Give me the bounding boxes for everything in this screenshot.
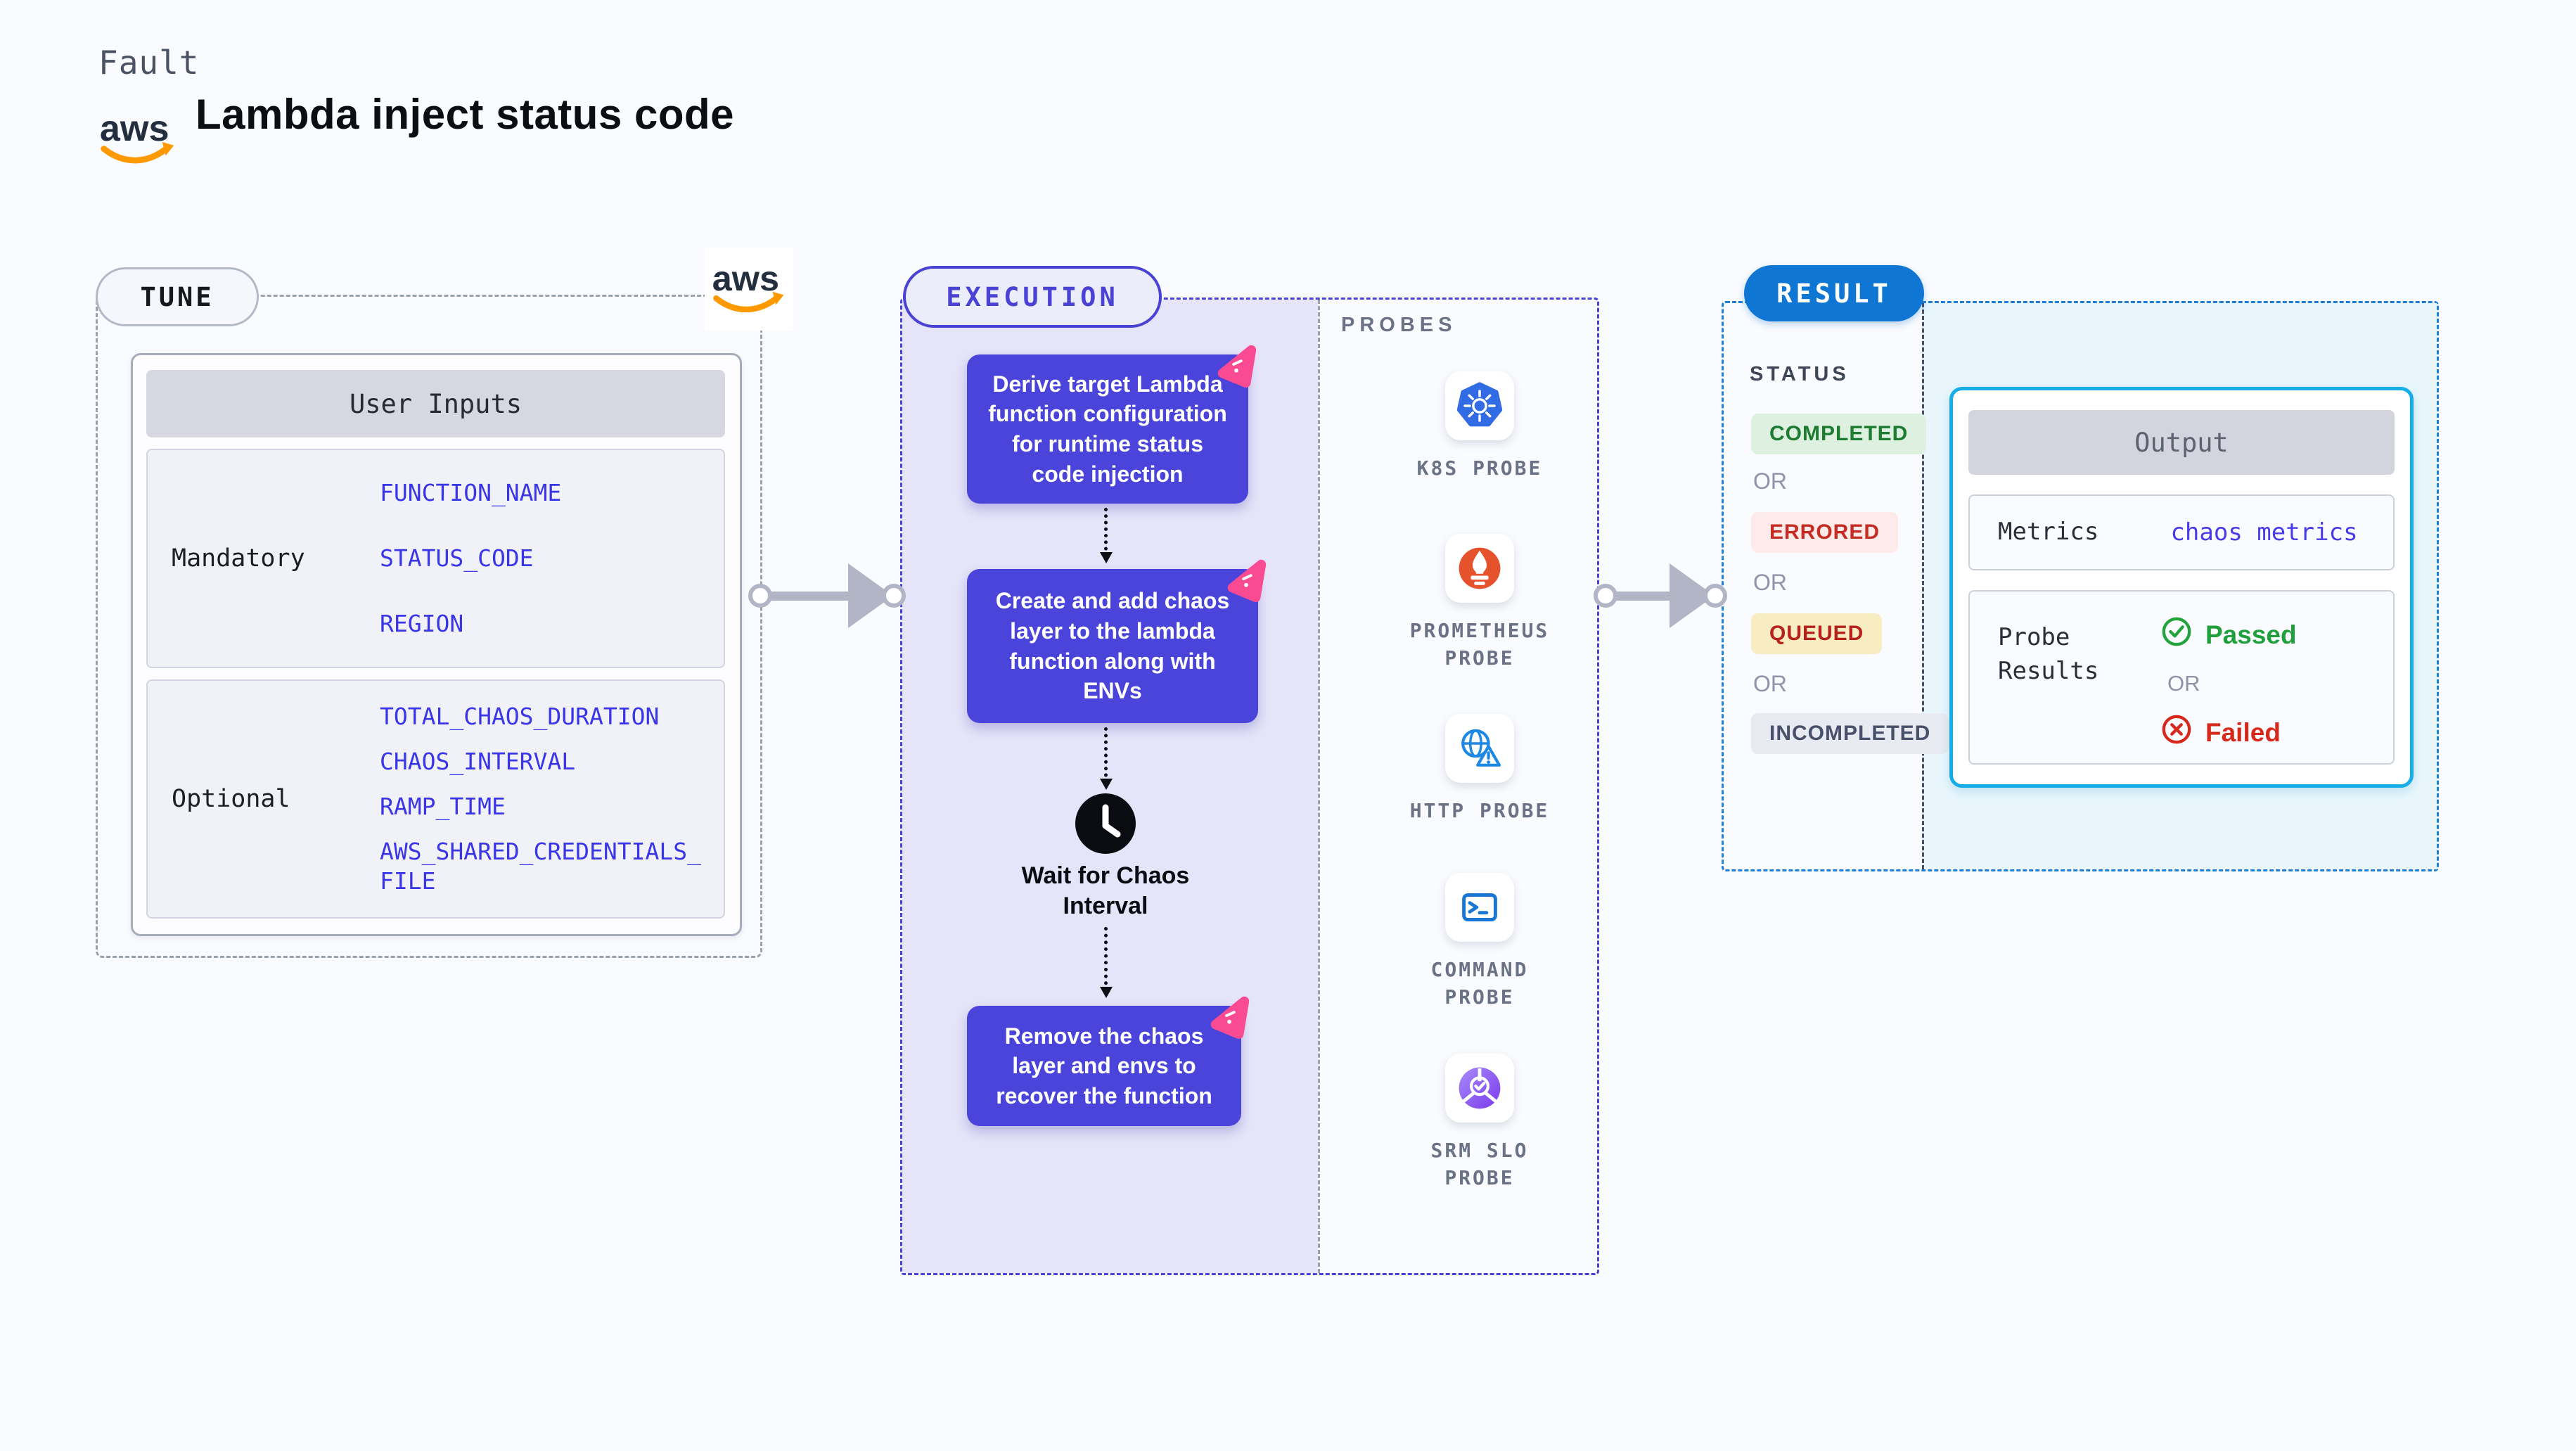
chaos-burst-icon — [1223, 555, 1271, 603]
http-globe-icon — [1445, 714, 1514, 783]
chaos-burst-icon — [1213, 340, 1261, 388]
output-header: Output — [1968, 410, 2395, 475]
probe-item: COMMAND PROBE — [1392, 873, 1568, 1011]
tune-section — [96, 295, 762, 958]
arrow-bar — [770, 591, 850, 601]
probe-item: HTTP PROBE — [1392, 714, 1568, 824]
output-card: Output Metrics chaos metrics Probe Resul… — [1949, 387, 2414, 788]
prometheus-icon — [1445, 534, 1514, 603]
execution-to-result-arrow — [1594, 562, 1727, 629]
input-value: STATUS_CODE — [380, 544, 534, 572]
passed-check-icon — [2160, 615, 2193, 654]
probe-label: SRM SLO PROBE — [1430, 1139, 1529, 1190]
probes-divider — [1318, 300, 1320, 1273]
step-connector — [1100, 927, 1113, 998]
input-value: TOTAL_CHAOS_DURATION — [380, 703, 660, 730]
optional-row: Optional TOTAL_CHAOS_DURATION CHAOS_INTE… — [146, 679, 725, 919]
tune-badge: TUNE — [96, 267, 259, 326]
status-badge-completed: COMPLETED — [1751, 414, 1927, 454]
step-text: Create and add chaos layer to the lambda… — [995, 588, 1230, 704]
input-value: RAMP_TIME — [380, 792, 506, 820]
result-badge: RESULT — [1744, 265, 1924, 321]
passed-line: Passed — [2160, 615, 2393, 654]
clock-icon — [1075, 793, 1136, 854]
wait-label: Wait for Chaos Interval — [1021, 862, 1190, 919]
user-inputs-header: User Inputs — [146, 370, 725, 437]
step-text: Remove the chaos layer and envs to recov… — [996, 1023, 1212, 1108]
probe-item: SRM SLO PROBE — [1392, 1054, 1568, 1191]
probe-item: PROMETHEUS PROBE — [1392, 534, 1568, 672]
status-title: STATUS — [1750, 363, 1850, 385]
input-value: FUNCTION_NAME — [380, 479, 562, 506]
arrow-start-ring — [1594, 584, 1617, 608]
arrow-start-ring — [748, 584, 772, 608]
or-label: OR — [1753, 570, 1787, 595]
row-label: Mandatory — [172, 544, 305, 573]
kubernetes-icon — [1445, 371, 1514, 440]
execution-badge: EXECUTION — [903, 266, 1162, 328]
input-value: AWS_SHARED_CREDENTIALS_FILE — [380, 837, 701, 895]
arrow-end-ring — [1703, 584, 1727, 608]
probe-label: K8S PROBE — [1416, 456, 1543, 480]
user-inputs-card: User Inputs Mandatory FUNCTION_NAME STAT… — [131, 353, 742, 936]
probe-label: HTTP PROBE — [1409, 799, 1550, 822]
add-chaos-layer-step: Create and add chaos layer to the lambda… — [967, 559, 1267, 723]
or-label: OR — [1753, 671, 1787, 696]
metrics-label: Metrics — [1998, 518, 2099, 546]
status-badge-queued: QUEUED — [1751, 613, 1883, 654]
aws-icon: aws — [705, 248, 793, 331]
probes-title: PROBES — [1341, 314, 1457, 336]
step-connector — [1100, 508, 1113, 563]
aws-icon: aws — [97, 103, 179, 176]
input-value: CHAOS_INTERVAL — [380, 747, 576, 775]
srm-slo-icon — [1445, 1054, 1514, 1123]
probe-label: PROMETHEUS PROBE — [1409, 619, 1550, 670]
step-text: Derive target Lambda function configurat… — [988, 371, 1227, 487]
metrics-row: Metrics chaos metrics — [1968, 494, 2395, 570]
probe-label: COMMAND PROBE — [1430, 958, 1529, 1009]
arrow-end-ring — [882, 584, 906, 608]
svg-text:aws: aws — [100, 108, 169, 149]
passed-label: Passed — [2205, 620, 2297, 649]
input-value: REGION — [380, 609, 464, 637]
probe-item: K8S PROBE — [1392, 371, 1568, 482]
failed-label: Failed — [2205, 717, 2281, 747]
probe-results-row: Probe Results Passed OR — [1968, 590, 2395, 765]
status-badge-errored: ERRORED — [1751, 512, 1899, 553]
terminal-icon — [1445, 873, 1514, 942]
step-connector — [1100, 727, 1113, 790]
arrow-bar — [1615, 591, 1672, 601]
row-label: Optional — [172, 785, 290, 813]
status-badge-incompleted: INCOMPLETED — [1751, 713, 1949, 754]
metrics-value: chaos metrics — [2170, 518, 2358, 546]
page-title: Lambda inject status code — [196, 91, 735, 138]
tune-to-execution-arrow — [748, 562, 906, 629]
failed-x-icon — [2160, 713, 2193, 752]
probe-results-label: Probe Results — [1998, 623, 2099, 685]
remove-chaos-layer-step: Remove the chaos layer and envs to recov… — [967, 996, 1250, 1126]
or-label: OR — [2167, 671, 2200, 696]
svg-text:aws: aws — [712, 258, 779, 298]
failed-line: Failed — [2160, 713, 2393, 752]
mandatory-row: Mandatory FUNCTION_NAME STATUS_CODE REGI… — [146, 449, 725, 668]
chaos-burst-icon — [1206, 992, 1254, 1040]
derive-config-step: Derive target Lambda function configurat… — [967, 345, 1257, 504]
fault-eyebrow: Fault — [98, 44, 200, 82]
or-label: OR — [1753, 468, 1787, 494]
